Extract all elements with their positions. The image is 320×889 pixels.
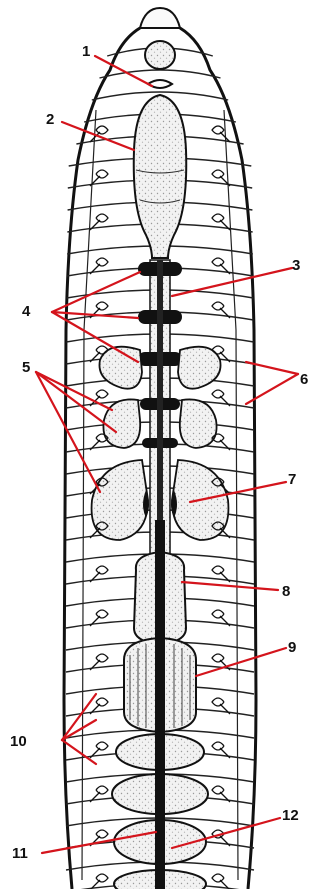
label-5: 5 [22, 359, 30, 376]
label-10: 10 [10, 733, 27, 750]
internal-organs [92, 41, 229, 889]
label-9: 9 [288, 639, 296, 656]
pharynx [134, 95, 187, 258]
prostomium [140, 8, 180, 28]
label-11: 11 [12, 845, 28, 862]
leader-8 [182, 582, 278, 590]
label-1: 1 [82, 43, 90, 60]
leader-10b [62, 720, 96, 740]
leader-9 [196, 648, 286, 676]
cerebral-ganglion [145, 41, 175, 69]
leader-5a [36, 372, 112, 410]
label-2: 2 [46, 111, 54, 128]
label-8: 8 [282, 583, 290, 600]
label-4: 4 [22, 303, 31, 320]
label-7: 7 [288, 471, 296, 488]
leader-2 [62, 122, 134, 150]
label-12: 12 [282, 807, 299, 824]
label-3: 3 [292, 257, 300, 274]
label-6: 6 [300, 371, 308, 388]
segment-ring [100, 70, 221, 78]
leader-10a [62, 694, 96, 740]
dorsal-blood-vessel [155, 520, 165, 889]
